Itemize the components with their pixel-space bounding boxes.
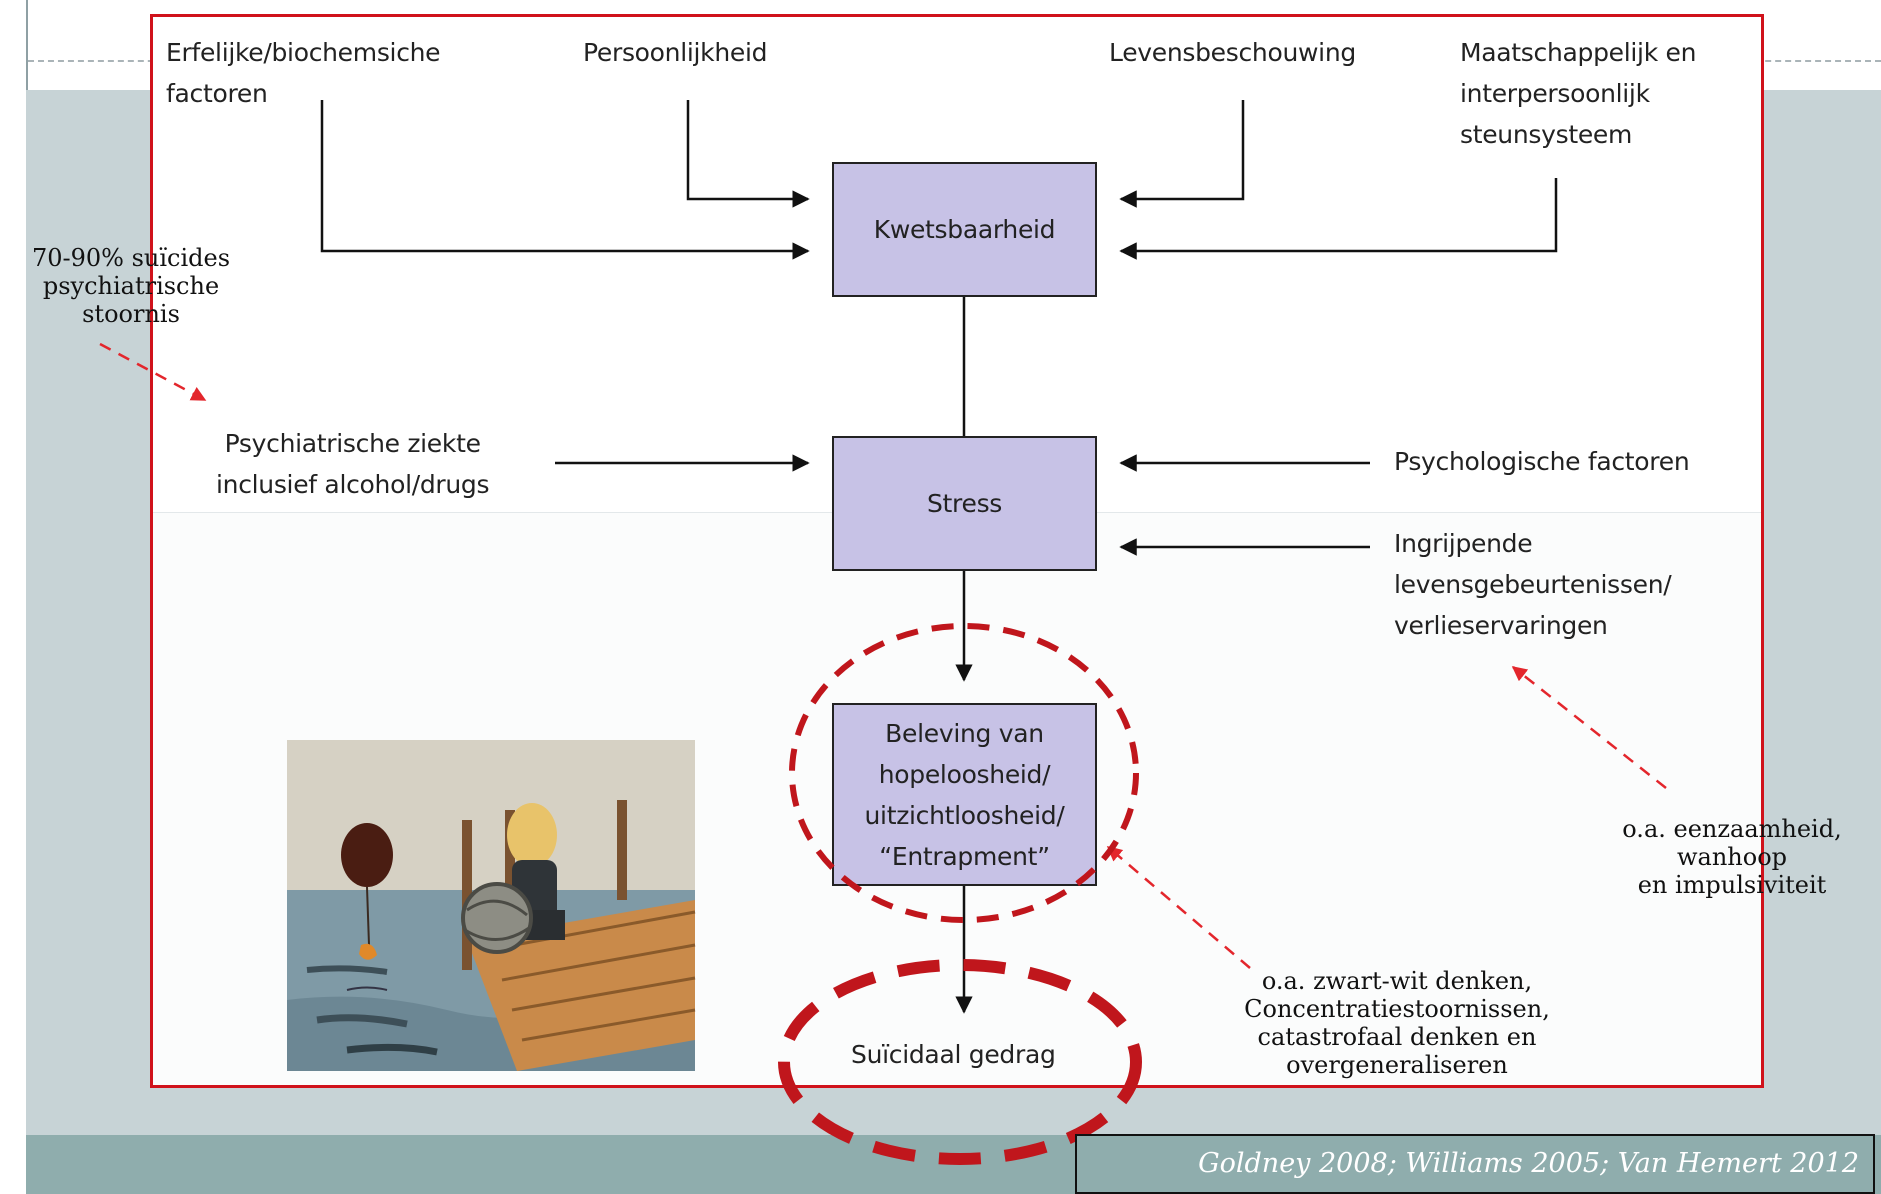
outcome-suicidaal-gedrag: Suïcidaal gedrag	[851, 1040, 1056, 1069]
factor-maatschappelijk: Maatschappelijk en interpersoonlijk steu…	[1460, 38, 1697, 149]
factor-persoonlijkheid: Persoonlijkheid	[583, 38, 768, 67]
citation-text: Goldney 2008; Williams 2005; Van Hemert …	[1198, 1148, 1859, 1179]
box-stress: Stress	[832, 436, 1097, 571]
factor-erfelijk: Erfelijke/biochemsiche factoren	[166, 38, 441, 108]
box-beleving: Beleving van hopeloosheid/ uitzichtloosh…	[832, 703, 1097, 886]
annotation-psychiatric-percentage: 70-90% suïcides psychiatrische stoornis	[31, 244, 231, 328]
citation-box: Goldney 2008; Williams 2005; Van Hemert …	[1075, 1134, 1875, 1194]
factor-psychiatrisch: Psychiatrische ziekte inclusief alcohol/…	[216, 429, 490, 499]
factor-psychologisch: Psychologische factoren	[1394, 447, 1690, 476]
annotation-eenzaamheid: o.a. eenzaamheid, wanhoop en impulsivite…	[1622, 815, 1842, 899]
factor-ingrijpend: Ingrijpende levensgebeurtenissen/ verlie…	[1394, 529, 1672, 640]
box-kwetsbaarheid: Kwetsbaarheid	[832, 162, 1097, 297]
factor-levensbeschouwing: Levensbeschouwing	[1109, 38, 1356, 67]
annotation-cognitive: o.a. zwart-wit denken, Concentratiestoor…	[1244, 967, 1550, 1079]
